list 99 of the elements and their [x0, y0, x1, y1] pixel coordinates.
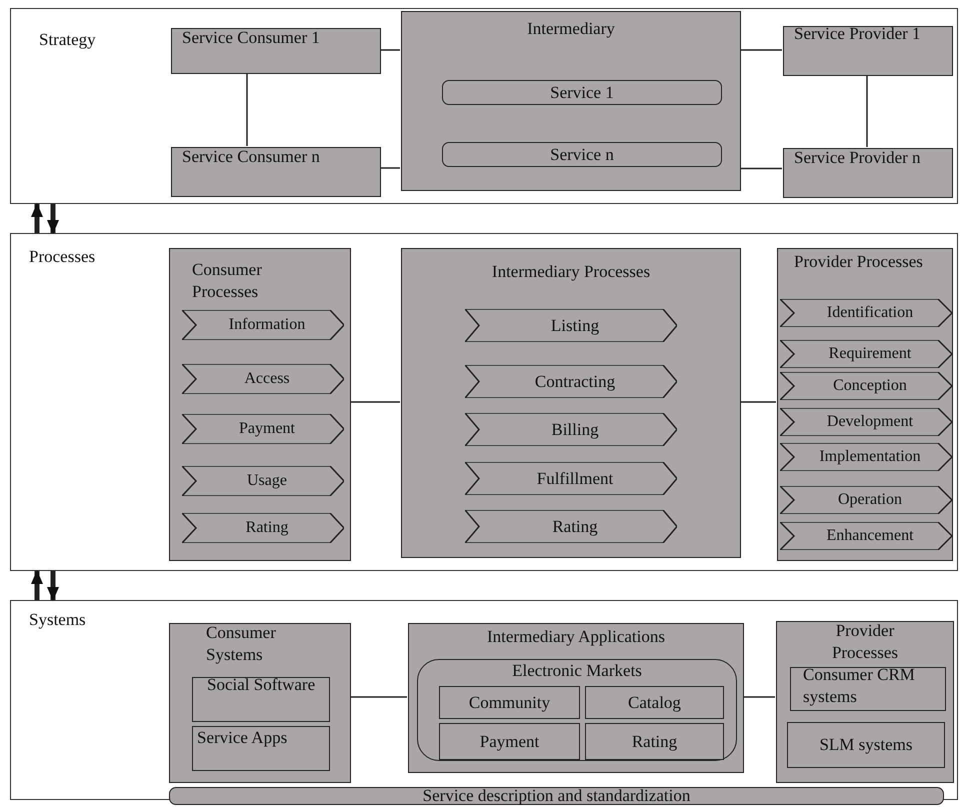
process-box: [169, 623, 351, 783]
chevron-step: [465, 309, 677, 342]
layer-label: Systems: [29, 609, 87, 631]
process-box: [439, 723, 580, 760]
chevron-step: [780, 408, 952, 436]
rounded-bar: [442, 80, 722, 105]
arrow: [31, 570, 43, 600]
box-label: Operation: [837, 490, 903, 510]
connector-line: [740, 49, 782, 51]
box-label: Provider Processes: [794, 251, 924, 273]
layer-label: Strategy: [39, 29, 97, 51]
process-box: [776, 621, 954, 783]
chevron-step: [465, 462, 677, 495]
chevron-step: [465, 365, 677, 398]
box-label: Consumer Systems: [206, 622, 277, 666]
process-box: [790, 667, 946, 711]
box-label: Access: [243, 369, 291, 389]
box-label: Development: [826, 412, 914, 432]
chevron-step: [465, 413, 677, 446]
process-box: [585, 723, 724, 760]
connector-line: [743, 696, 775, 698]
box-label: Information: [228, 315, 306, 335]
box-label: Identification: [826, 303, 914, 323]
chevron-step: [780, 443, 952, 471]
connector-line: [380, 49, 400, 51]
process-box: [783, 26, 953, 76]
connector-line: [866, 75, 868, 147]
box-label: Usage: [246, 471, 288, 491]
layer-band: [10, 233, 958, 571]
rounded-box: [417, 659, 737, 761]
chevron-step: [780, 522, 952, 550]
connector-line: [740, 168, 782, 170]
box-label: Service 1: [549, 84, 615, 102]
process-box: [787, 722, 945, 768]
box-label: Service description and standardization: [422, 787, 692, 805]
process-box: [408, 623, 744, 773]
process-box: [171, 28, 381, 74]
connector-line: [740, 401, 776, 403]
box-label: Intermediary: [526, 18, 616, 40]
box-label: Social Software: [207, 674, 316, 696]
process-box: [783, 148, 953, 198]
box-label: Service Consumer 1: [182, 27, 321, 49]
box-label: Rating: [630, 732, 678, 750]
box-label: Service Consumer n: [182, 146, 321, 168]
box-label: Implementation: [818, 447, 922, 467]
box-label: Billing: [550, 418, 600, 440]
box-label: Listing: [550, 314, 600, 336]
process-box: [401, 248, 741, 558]
chevron-step: [182, 364, 344, 394]
process-box: [401, 11, 741, 191]
box-label: Intermediary Applications: [486, 626, 666, 648]
process-box: [439, 686, 580, 719]
process-box: [192, 677, 330, 722]
box-label: Payment: [238, 419, 296, 439]
chevron-step: [780, 340, 952, 368]
box-label: Service Apps: [197, 727, 288, 749]
box-label: Fulfillment: [536, 468, 614, 490]
box-label: SLM systems: [818, 736, 914, 754]
process-box: [192, 726, 330, 771]
chevron-step: [182, 310, 344, 340]
box-label: Consumer CRM systems: [803, 664, 916, 708]
box-label: Service Provider 1: [794, 23, 922, 45]
connector-line: [246, 73, 248, 146]
layer-band: [10, 8, 958, 204]
box-label: Rating: [244, 518, 290, 538]
box-label: Contracting: [534, 370, 616, 392]
chevron-step: [182, 513, 344, 543]
connector-line: [350, 401, 400, 403]
chevron-step: [780, 372, 952, 400]
box-label: Enhancement: [825, 526, 915, 546]
box-label: Consumer Processes: [192, 259, 263, 303]
connector-line: [380, 167, 400, 169]
box-label: Payment: [478, 732, 540, 750]
box-label: Conception: [832, 376, 908, 396]
arrow: [47, 204, 59, 234]
box-label: Service n: [549, 146, 615, 164]
process-box: [171, 147, 381, 197]
rounded-bar: [442, 142, 722, 167]
box-label: Rating: [551, 516, 599, 538]
box-label: Requirement: [828, 344, 912, 364]
chevron-step: [182, 466, 344, 496]
chevron-step: [182, 414, 344, 444]
box-label: Electronic Markets: [511, 660, 643, 682]
layer-label: Processes: [29, 246, 96, 268]
chevron-step: [780, 299, 952, 327]
box-label: Intermediary Processes: [490, 261, 652, 283]
arrow: [31, 203, 43, 233]
box-label: Community: [468, 694, 552, 712]
process-box: [585, 686, 724, 719]
box-label: Catalog: [627, 694, 682, 712]
chevron-step: [780, 486, 952, 514]
connector-line: [350, 696, 407, 698]
chevron-step: [465, 510, 677, 543]
process-box: [169, 248, 351, 561]
box-label: Provider Processes: [830, 620, 900, 664]
process-box: [777, 248, 953, 561]
arrow: [47, 571, 59, 601]
rounded-bar: [169, 787, 944, 805]
box-label: Service Provider n: [794, 147, 922, 169]
